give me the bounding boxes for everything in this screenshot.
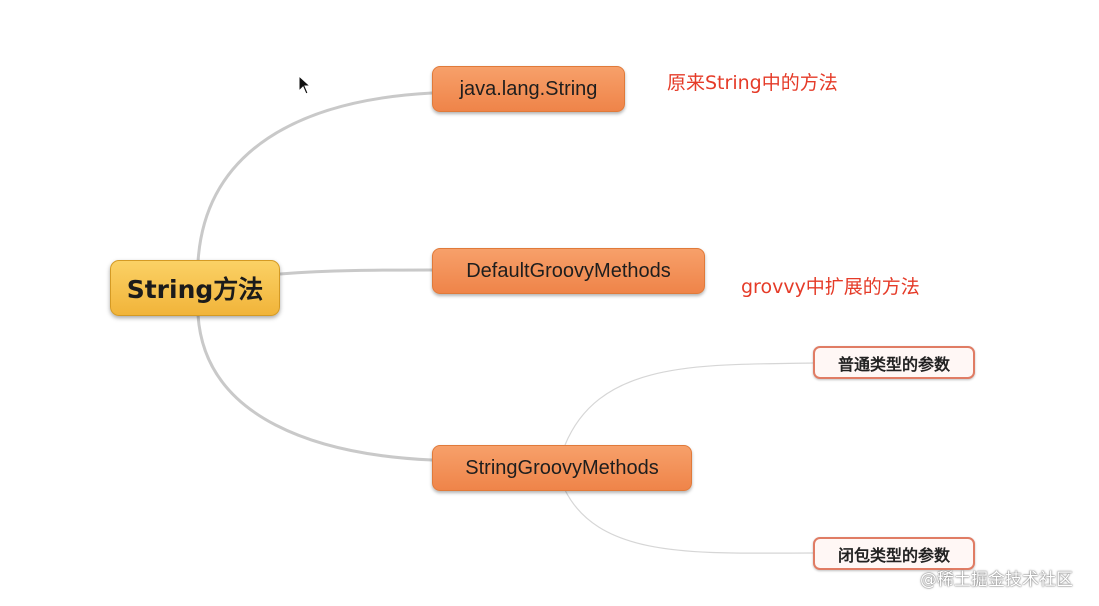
annotation-original-string-methods: 原来String中的方法 bbox=[667, 72, 838, 94]
connector-string-groovy-to-normal-params bbox=[564, 362, 814, 446]
mouse-pointer-icon bbox=[298, 75, 312, 95]
connector-string-groovy-to-closure-params bbox=[564, 489, 814, 554]
branch-node-default-groovy-methods[interactable]: DefaultGroovyMethods bbox=[432, 248, 705, 294]
leaf-node-normal-type-params[interactable]: 普通类型的参数 bbox=[813, 346, 975, 379]
leaf-node-closure-type-params[interactable]: 闭包类型的参数 bbox=[813, 537, 975, 570]
branch-node-java-lang-string[interactable]: java.lang.String bbox=[432, 66, 625, 112]
connector-root-string-groovy-methods bbox=[196, 314, 433, 462]
leaf-node-label: 普通类型的参数 bbox=[837, 354, 950, 374]
branch-node-label: StringGroovyMethods bbox=[465, 456, 659, 479]
connector-root-default-groovy-methods bbox=[279, 268, 433, 276]
connector-root-java-lang-string bbox=[196, 91, 433, 263]
watermark: @稀土掘金技术社区 bbox=[920, 570, 1073, 590]
branch-node-string-groovy-methods[interactable]: StringGroovyMethods bbox=[432, 445, 692, 491]
root-node-string-methods[interactable]: String方法 bbox=[110, 260, 280, 316]
branch-node-label: java.lang.String bbox=[459, 77, 598, 100]
branch-node-label: DefaultGroovyMethods bbox=[466, 259, 671, 282]
annotation-groovy-extended-methods: grovvy中扩展的方法 bbox=[741, 276, 920, 298]
root-node-label: String方法 bbox=[126, 275, 264, 304]
leaf-node-label: 闭包类型的参数 bbox=[837, 545, 950, 565]
